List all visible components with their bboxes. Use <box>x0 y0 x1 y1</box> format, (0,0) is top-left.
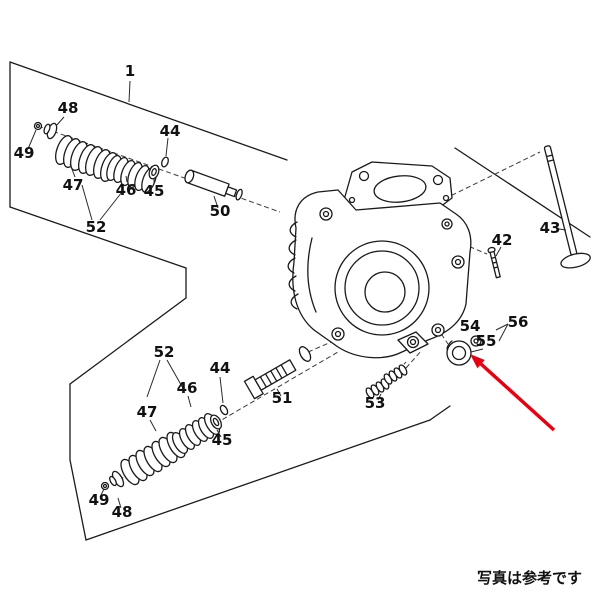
part-label-51: 51 <box>272 389 293 407</box>
leader-lines <box>27 80 567 509</box>
part-labels: 1 48 49 47 46 44 45 52 50 43 42 56 54 55… <box>14 62 561 521</box>
part-label-44-upper: 44 <box>160 122 181 140</box>
photo-disclaimer-caption: 写真は参考です <box>477 569 582 587</box>
seal-44-lower <box>219 404 229 416</box>
part-label-54: 54 <box>460 317 481 335</box>
part-label-49-lower: 49 <box>89 491 110 509</box>
valve-43 <box>543 145 591 269</box>
part-label-48-upper: 48 <box>58 99 79 117</box>
part-label-47-upper: 47 <box>63 176 84 194</box>
cylinder-head-body <box>287 161 472 359</box>
lower-valve-spring-group <box>100 346 312 491</box>
part-label-45-lower: 45 <box>212 431 233 449</box>
highlight-arrow-shaft <box>479 362 556 432</box>
part-label-53: 53 <box>365 394 386 412</box>
part-label-45-upper: 45 <box>144 182 165 200</box>
seal-44-upper <box>161 156 169 168</box>
part-label-44-lower: 44 <box>210 359 231 377</box>
valve-spring-46-lower <box>171 413 221 454</box>
part-label-52-lower: 52 <box>154 343 175 361</box>
part-label-1: 1 <box>125 62 135 80</box>
part-label-56: 56 <box>508 313 529 331</box>
part-label-47-lower: 47 <box>137 403 158 421</box>
valve-spring-47-upper <box>55 135 118 182</box>
bolt-51 <box>243 359 297 400</box>
part-label-55: 55 <box>476 332 497 350</box>
highlight-arrow <box>470 354 556 432</box>
part-label-50: 50 <box>210 202 231 220</box>
washer-51 <box>298 346 312 362</box>
group-boundary-lines <box>9 61 591 541</box>
highlight-arrow-head <box>470 354 485 369</box>
stud-42 <box>487 246 501 279</box>
part-label-48-lower: 48 <box>112 503 133 521</box>
part-label-49-upper: 49 <box>14 144 35 162</box>
part-label-43: 43 <box>540 219 561 237</box>
cap-54 <box>470 335 482 347</box>
valve-seal-55 <box>446 340 472 366</box>
part-label-46-lower: 46 <box>177 379 198 397</box>
part-label-52-upper: 52 <box>86 218 107 236</box>
tappet-screws-53 <box>365 364 408 399</box>
valve-guide-50 <box>184 169 243 201</box>
part-label-42: 42 <box>492 231 513 249</box>
upper-valve-spring-group <box>33 121 243 201</box>
part-label-46-upper: 46 <box>116 181 137 199</box>
